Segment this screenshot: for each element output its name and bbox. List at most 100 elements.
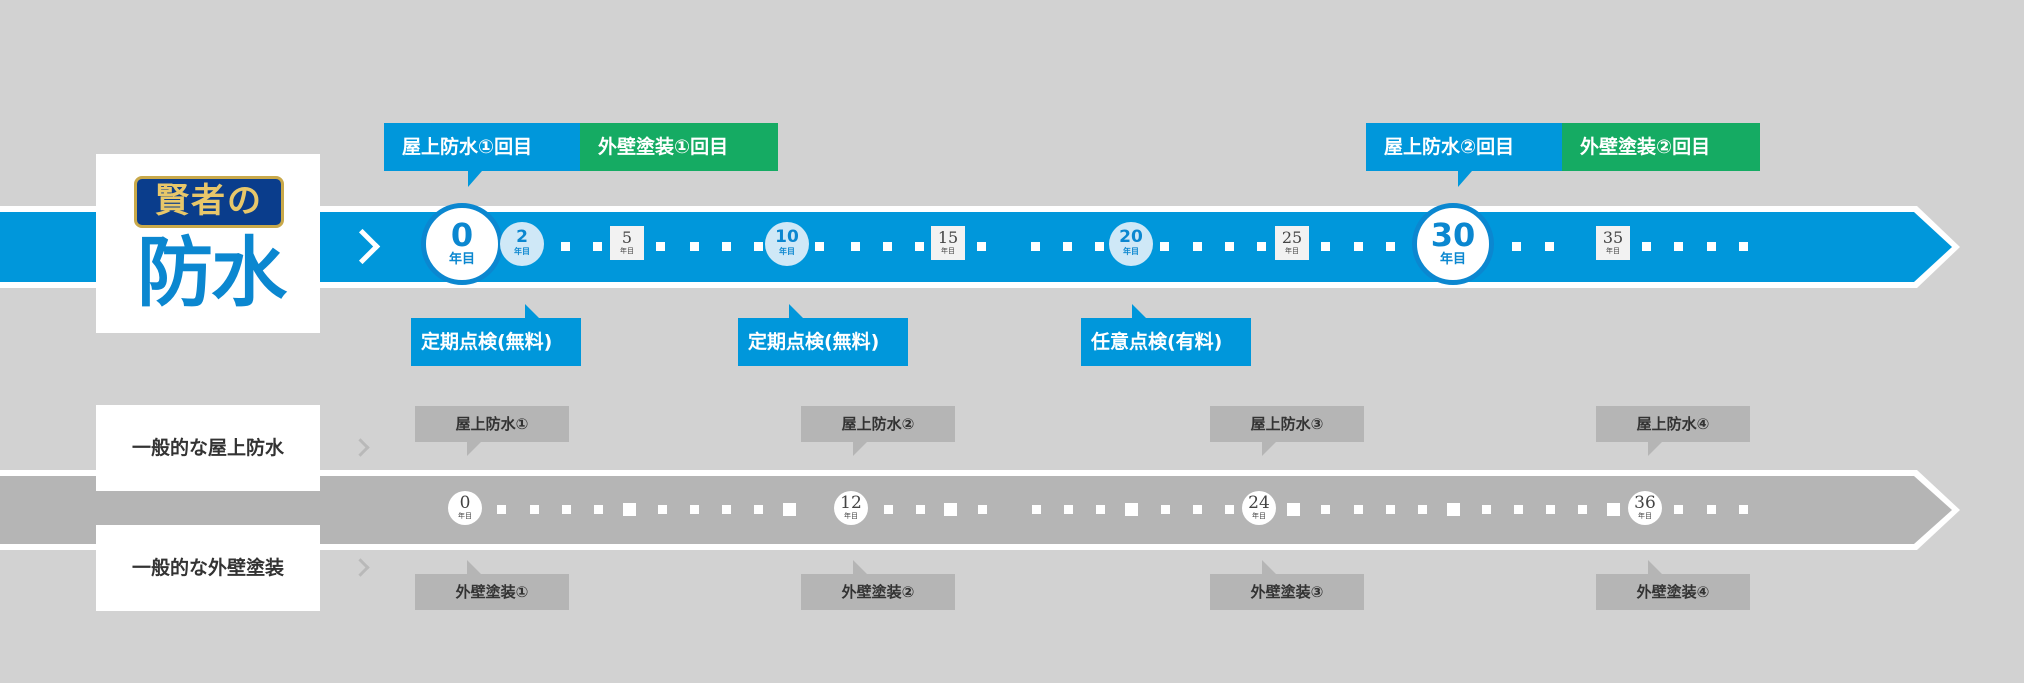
timeline-dot [1321, 242, 1330, 251]
timeline-dot [1607, 503, 1620, 516]
timeline-dot [623, 503, 636, 516]
timeline-dot [1193, 505, 1202, 514]
timeline-dot [1354, 505, 1363, 514]
inspection-10: 定期点検(無料) [738, 318, 908, 366]
logo: 賢者の 防水 [96, 154, 320, 333]
timeline-dot [1386, 505, 1395, 514]
year-marker-35: 35 年目 [1596, 226, 1630, 260]
timeline-dot [754, 242, 763, 251]
tag-pointer [468, 171, 482, 187]
timeline-dot [977, 242, 986, 251]
tag-pointer [1648, 560, 1662, 574]
tag-wall-1: 外壁塗装①回目 [580, 123, 778, 171]
timeline-dot [562, 505, 571, 514]
row-label-roof: 一般的な屋上防水 [96, 405, 320, 491]
inspection-20: 任意点検(有料) [1081, 318, 1251, 366]
timeline-dot [1096, 505, 1105, 514]
timeline-dot [1386, 242, 1395, 251]
timeline-dot [754, 505, 763, 514]
timeline-dot [1031, 242, 1040, 251]
year-marker-30: 30 年目 [1412, 203, 1494, 285]
tag-pointer [853, 442, 867, 456]
timeline-dot [978, 505, 987, 514]
year-marker-2: 2 年目 [500, 222, 544, 266]
timeline-dot [1482, 505, 1491, 514]
roof-tag-4: 屋上防水④ [1596, 406, 1750, 442]
tag-pointer [1458, 171, 1472, 187]
timeline-dot [916, 505, 925, 514]
timeline-dot [1418, 505, 1427, 514]
timeline-dot [1125, 503, 1138, 516]
timeline-dot [815, 242, 824, 251]
row-label-wall: 一般的な外壁塗装 [96, 525, 320, 611]
general-year-marker-24: 24 年目 [1242, 491, 1276, 525]
timeline-dot [497, 505, 506, 514]
general-year-marker-36: 36 年目 [1628, 491, 1662, 525]
timeline-dot [915, 242, 924, 251]
chevron-right-icon [351, 558, 370, 577]
timeline-dot [1707, 505, 1716, 514]
logo-top-text: 賢者の [134, 176, 284, 228]
timeline-dot [722, 242, 731, 251]
roof-tag-1: 屋上防水① [415, 406, 569, 442]
wall-tag-4: 外壁塗装④ [1596, 574, 1750, 610]
timeline-dot [594, 505, 603, 514]
timeline-dot [593, 242, 602, 251]
timeline-dot [1674, 242, 1683, 251]
logo-bottom-text: 防水 [137, 228, 287, 317]
timeline-dot [944, 503, 957, 516]
timeline-dot [561, 242, 570, 251]
year-marker-0: 0 年目 [421, 203, 503, 285]
timeline-dot [658, 505, 667, 514]
timeline-dot [690, 242, 699, 251]
timeline-dot [1257, 242, 1266, 251]
wall-tag-1: 外壁塗装① [415, 574, 569, 610]
timeline-dot [1512, 242, 1521, 251]
tag-pointer [1262, 442, 1276, 456]
tag-pointer [467, 560, 481, 574]
timeline-dot [1032, 505, 1041, 514]
timeline-dot [1739, 505, 1748, 514]
timeline-dot [1674, 505, 1683, 514]
general-year-marker-12: 12 年目 [834, 491, 868, 525]
timeline-dot [851, 242, 860, 251]
timeline-dot [530, 505, 539, 514]
timeline-dot [1095, 242, 1104, 251]
timeline-dot [783, 503, 796, 516]
timeline-dot [656, 242, 665, 251]
timeline-dot [1321, 505, 1330, 514]
timeline-dot [1160, 242, 1169, 251]
year-marker-25: 25 年目 [1275, 226, 1309, 260]
year-marker-10: 10 年目 [765, 222, 809, 266]
inspection-pointer [525, 304, 539, 318]
timeline-dot [1161, 505, 1170, 514]
timeline-dot [690, 505, 699, 514]
timeline-dot [1578, 505, 1587, 514]
timeline-dot [1193, 242, 1202, 251]
timeline-dot [1739, 242, 1748, 251]
timeline-dot [884, 505, 893, 514]
wall-tag-3: 外壁塗装③ [1210, 574, 1364, 610]
tag-pointer [1648, 442, 1662, 456]
timeline-dot [1225, 242, 1234, 251]
timeline-dot [1063, 242, 1072, 251]
tag-pointer [467, 442, 481, 456]
roof-tag-3: 屋上防水③ [1210, 406, 1364, 442]
inspection-2: 定期点検(無料) [411, 318, 581, 366]
timeline-dot [1225, 505, 1234, 514]
tag-wall-2: 外壁塗装②回目 [1562, 123, 1760, 171]
timeline-dot [1545, 242, 1554, 251]
tag-pointer [1262, 560, 1276, 574]
tag-pointer [853, 560, 867, 574]
timeline-dot [1514, 505, 1523, 514]
year-marker-5: 5 年目 [610, 226, 644, 260]
timeline-dot [1707, 242, 1716, 251]
timeline-dot [1642, 242, 1651, 251]
timeline-dot [1287, 503, 1300, 516]
inspection-pointer [789, 304, 803, 318]
year-marker-15: 15 年目 [931, 226, 965, 260]
timeline-dot [1546, 505, 1555, 514]
timeline-dot [883, 242, 892, 251]
tag-roof-1: 屋上防水①回目 [384, 123, 580, 171]
timeline-dot [1447, 503, 1460, 516]
